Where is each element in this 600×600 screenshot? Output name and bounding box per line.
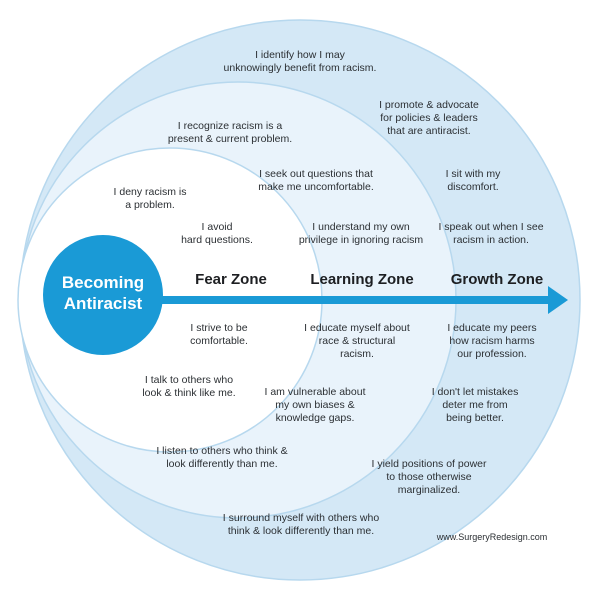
- learning-zone-label: Learning Zone: [310, 271, 414, 288]
- growth-arrow-shaft: [150, 296, 550, 304]
- growth-statement-sit: I sit with my discomfort.: [445, 168, 501, 193]
- learning-statement-educate: I educate myself about race & structural…: [304, 322, 410, 360]
- growth-statement-yield: I yield positions of power to those othe…: [371, 458, 487, 496]
- growth-statement-mistakes: I don't let mistakes deter me from being…: [431, 386, 519, 424]
- growth-statement-identify: I identify how I may unknowingly benefit…: [223, 49, 377, 74]
- fear-statement-talk: I talk to others who look & think like m…: [142, 374, 236, 399]
- learning-statement-vulnerable: I am vulnerable about my own biases & kn…: [264, 386, 366, 424]
- fear-statement-comfortable: I strive to be comfortable.: [190, 322, 248, 347]
- center-circle: [43, 235, 163, 355]
- credit-url: www.SurgeryRedesign.com: [436, 532, 548, 542]
- growth-arrow-head: [548, 286, 568, 314]
- growth-statement-speak: I speak out when I see racism in action.: [438, 221, 544, 246]
- growth-zone-label: Growth Zone: [450, 271, 544, 288]
- growth-statement-promote: I promote & advocate for policies & lead…: [379, 99, 479, 137]
- learning-statement-seek: I seek out questions that make me uncomf…: [258, 168, 374, 193]
- fear-statement-avoid: I avoid hard questions.: [181, 221, 253, 246]
- learning-statement-recognize: I recognize racism is a present & curren…: [167, 120, 293, 145]
- growth-statement-educate-peers: I educate my peers how racism harms our …: [447, 322, 537, 360]
- center-title: Becoming Antiracist: [61, 273, 145, 313]
- fear-statement-deny: I deny racism is a problem.: [113, 186, 187, 211]
- learning-statement-listen: I listen to others who think & look diff…: [156, 445, 288, 470]
- fear-zone-label: Fear Zone: [195, 271, 267, 288]
- growth-statement-surround: I surround myself with others who think …: [222, 512, 380, 537]
- learning-statement-privilege: I understand my own privilege in ignorin…: [298, 221, 424, 246]
